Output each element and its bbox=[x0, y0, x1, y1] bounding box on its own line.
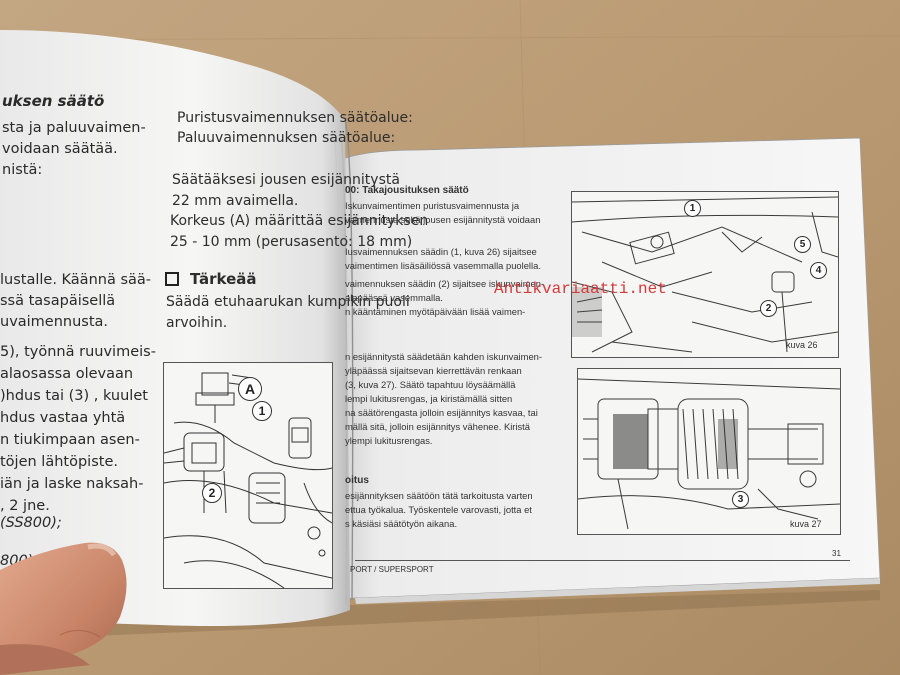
callout-a: A bbox=[238, 377, 262, 401]
footer-title: PORT / SUPERSPORT bbox=[350, 565, 434, 574]
left-heading: uksen säätö bbox=[2, 92, 105, 110]
right-heading: 00: Takajousituksen säätö bbox=[345, 185, 469, 196]
right-para4: n esijännitystä säädetään kahden iskunva… bbox=[345, 351, 542, 362]
spring-preload-drawing bbox=[578, 378, 840, 530]
left-line: (SS800); bbox=[0, 515, 62, 531]
right-para4: (3, kuva 27). Säätö tapahtuu löysäämällä bbox=[345, 379, 516, 390]
important-square-icon bbox=[165, 272, 179, 286]
right-para3: alapäässä vasemmalla. bbox=[345, 292, 443, 303]
fork-line-drawing bbox=[164, 372, 332, 588]
important-line: arvoihin. bbox=[166, 315, 228, 331]
warning-line: s käsiäsi säätötyön aikana. bbox=[345, 518, 458, 529]
callout-1: 1 bbox=[252, 401, 272, 421]
right-para3: n kääntäminen myötäpäivään lisää vaimen- bbox=[345, 306, 526, 317]
right-para1: vaimennusta sekä jousen esijännitystä vo… bbox=[345, 214, 541, 225]
callout-1: 1 bbox=[684, 200, 701, 217]
left-line: hdus vastaa yhtä bbox=[0, 410, 126, 426]
right-para4: na säätörengasta jolloin esijännitys kas… bbox=[345, 407, 538, 418]
right-para2: vaimentimen lisäsäiliössä vasemmalla puo… bbox=[345, 260, 541, 271]
left-line: , 2 jne. bbox=[0, 498, 50, 514]
right-para3: vaimennuksen säädin (2) sijaitsee iskunv… bbox=[345, 278, 545, 289]
callout-5: 5 bbox=[794, 236, 811, 253]
warning-line: esijännityksen säätöön tätä tarkoitusta … bbox=[345, 490, 533, 501]
important-line: Säädä etuhaarukan kumpikin puoli bbox=[166, 294, 410, 310]
left-line: n tiukimpaan asen- bbox=[0, 432, 140, 448]
shock-lines-drawing bbox=[572, 196, 838, 353]
right-para1: . bbox=[345, 228, 348, 239]
left-line: ssä tasapäisellä bbox=[0, 293, 116, 309]
left-line: töjen lähtöpiste. bbox=[0, 454, 118, 470]
footer-rule bbox=[355, 560, 850, 561]
right-para1: Iskunvaimentimen puristusvaimennusta ja bbox=[345, 200, 520, 211]
range-line: Puristusvaimennuksen säätöalue: bbox=[177, 110, 413, 126]
right-para4: yläpäässä sijaitsevan kierrettävän renka… bbox=[345, 365, 522, 376]
figure-26: 1 2 4 5 kuva 26 bbox=[571, 191, 839, 358]
left-line: iän ja laske naksah- bbox=[0, 476, 144, 492]
watermark-text: Antikvariaatti.net bbox=[494, 280, 667, 298]
left-line: lustalle. Käännä sää- bbox=[0, 272, 151, 288]
page-number: 31 bbox=[832, 549, 841, 558]
body-line: 25 - 10 mm (perusasento: 18 mm) bbox=[170, 234, 413, 250]
right-para4: mällä sitä, jolloin esijännitys vähenee.… bbox=[345, 421, 530, 432]
figure-26-caption: kuva 26 bbox=[786, 340, 818, 350]
hand bbox=[0, 542, 127, 675]
right-para2: Iusvaimennuksen säädin (1, kuva 26) sija… bbox=[345, 246, 537, 257]
warning-heading: oitus bbox=[345, 475, 369, 486]
body-line: Säätääksesi jousen esijännitystä bbox=[172, 172, 400, 188]
right-para4: lempi lukitusrengas, ja kiristämällä sit… bbox=[345, 393, 513, 404]
left-line: alaosassa olevaan bbox=[0, 366, 134, 382]
right-para4: ylempi lukitusrengas. bbox=[345, 435, 433, 446]
figure-27: 3 kuva 27 bbox=[577, 368, 841, 535]
left-line: voidaan säätää. bbox=[2, 141, 118, 157]
range-line: Paluuvaimennuksen säätöalue: bbox=[177, 130, 396, 146]
left-line: 5), työnnä ruuvimeis- bbox=[0, 344, 156, 360]
callout-2: 2 bbox=[760, 300, 777, 317]
figure-27-caption: kuva 27 bbox=[790, 519, 822, 529]
important-title: Tärkeää bbox=[190, 270, 257, 288]
fork-adjuster-figure: A 1 2 bbox=[163, 362, 333, 589]
left-line: nistä: bbox=[2, 162, 43, 178]
left-line: uvaimennusta. bbox=[0, 314, 109, 330]
callout-2: 2 bbox=[202, 483, 222, 503]
body-line: Korkeus (A) määrittää esijännityksen bbox=[170, 213, 429, 229]
callout-4: 4 bbox=[810, 262, 827, 279]
callout-3: 3 bbox=[732, 491, 749, 508]
body-line: 22 mm avaimella. bbox=[172, 193, 299, 209]
left-line: )hdus tai (3) , kuulet bbox=[0, 388, 148, 404]
left-line: sta ja paluuvaimen- bbox=[2, 120, 146, 136]
warning-line: ettua työkalua. Työskentele varovasti, j… bbox=[345, 504, 532, 515]
